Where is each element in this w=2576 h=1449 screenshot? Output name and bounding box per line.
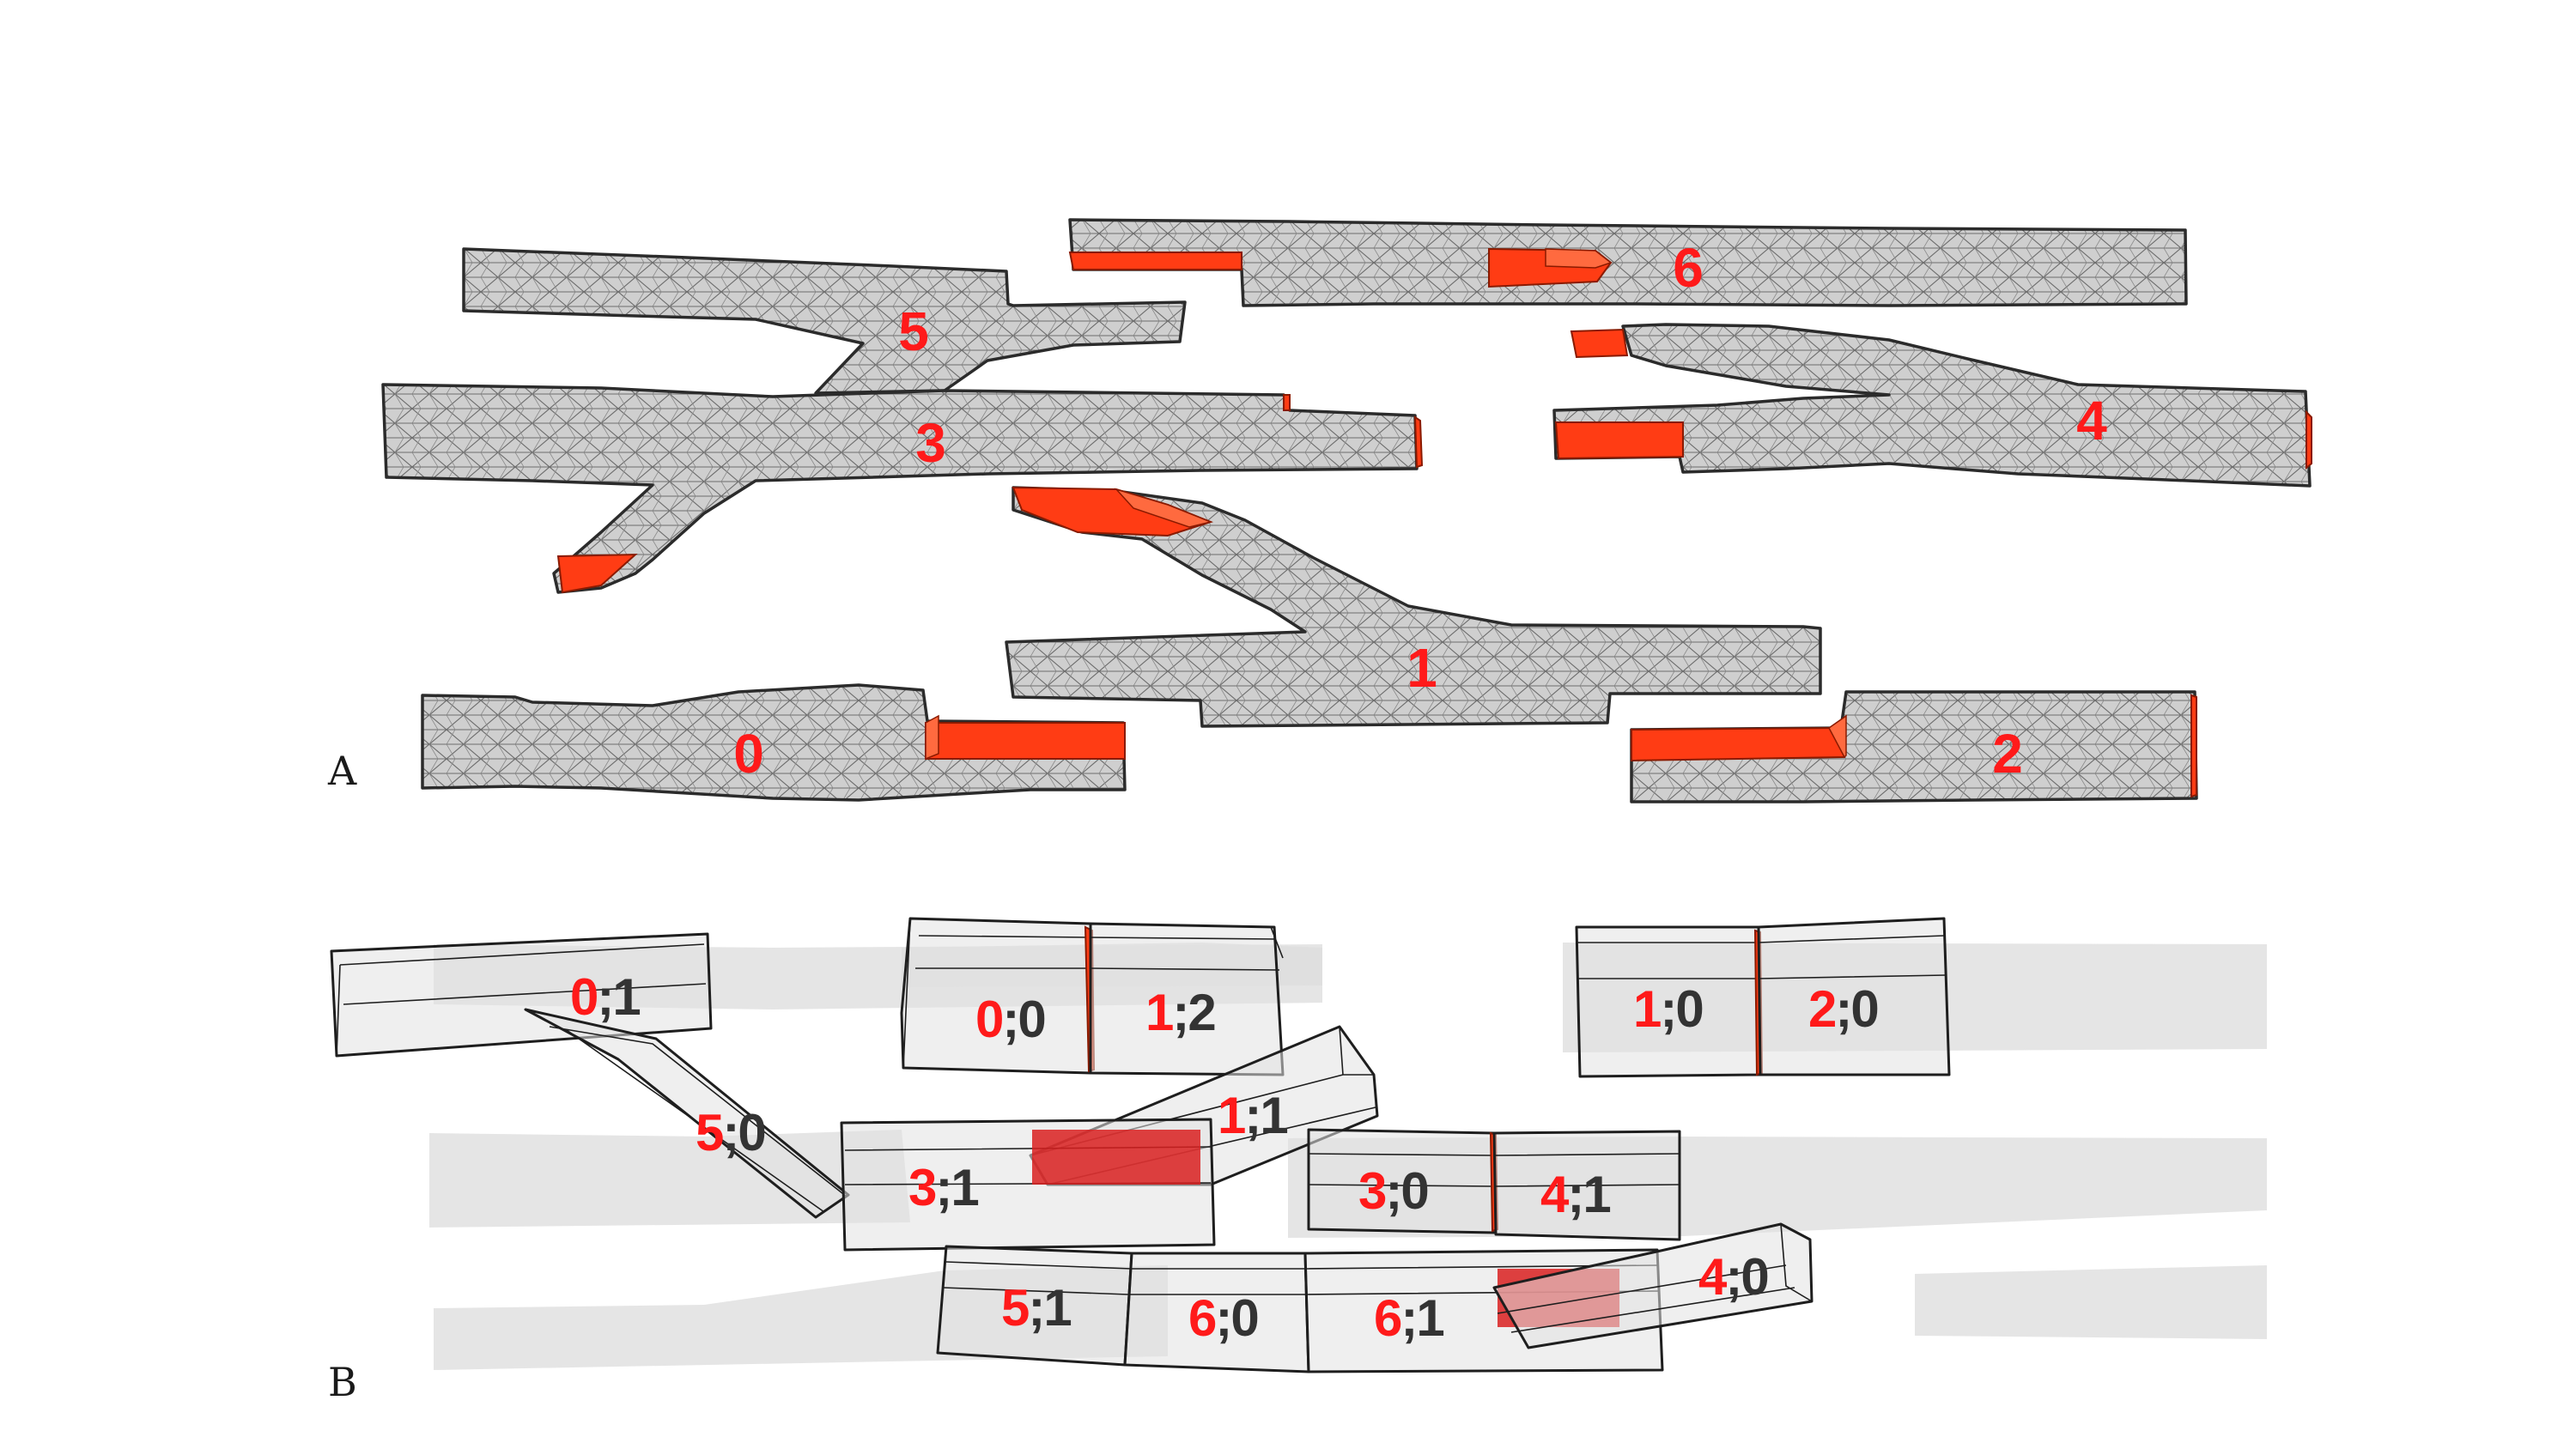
fragment-4-cut-top: [1570, 328, 1629, 359]
fragment-0-cut-face: [925, 714, 939, 761]
fragment-0-cut: [925, 722, 1126, 760]
fragment-0: [421, 683, 1127, 802]
fragment-4-mesh: [1552, 323, 2312, 488]
fragment-2-cut-right: [2190, 694, 2197, 798]
fragment-5-mesh: [462, 247, 1187, 395]
block-label-6-0: 6;0: [1188, 1289, 1258, 1347]
fragment-1: [1005, 486, 1822, 728]
piece-number-2: 2: [1992, 723, 2023, 785]
panel-b: 0;1 5;0 0;0 1;2 1;1 3;1 3;0 4;1 1;0 2;0 …: [328, 917, 2267, 1405]
fragment-1-mesh: [1005, 486, 1822, 728]
block-4-0: [1492, 1222, 1814, 1349]
fragment-4-cut-bottom: [1554, 421, 1684, 460]
panel-a: 5 3 6 4 1 0 2 A: [327, 218, 2312, 803]
fragment-2-cut: [1631, 726, 1845, 762]
block-label-3-1: 3;1: [908, 1159, 978, 1216]
block-5-0: [524, 1008, 850, 1219]
block-label-5-0: 5;0: [696, 1104, 765, 1161]
fragment-3-cut-notch: [1283, 394, 1291, 411]
block-label-1-0: 1;0: [1633, 980, 1703, 1038]
block-label-0-1: 0;1: [570, 968, 640, 1026]
fragment-2-cut-face: [1828, 714, 1847, 759]
fragment-6-cut-mid-face: [1545, 248, 1613, 269]
fragment-4-cut-right: [2306, 409, 2312, 470]
fragment-3-cut-right: [1413, 415, 1424, 469]
block-label-3-0: 3;0: [1358, 1162, 1428, 1220]
piece-number-4: 4: [2076, 390, 2107, 452]
block-label-0-0: 0;0: [975, 991, 1045, 1048]
piece-number-0: 0: [733, 723, 764, 785]
block-label-4-0: 4;0: [1698, 1248, 1768, 1306]
fragment-6-cut-left: [1068, 252, 1242, 270]
block-label-4-1: 4;1: [1540, 1166, 1610, 1223]
piece-number-6: 6: [1673, 237, 1704, 299]
block-0-1: [330, 932, 713, 1058]
panel-label-a: A: [327, 748, 357, 794]
block-4-1: [1492, 1130, 1681, 1241]
piece-number-3: 3: [915, 412, 946, 474]
block-3-1-highlight: [1032, 1130, 1200, 1185]
block-label-1-2: 1;2: [1145, 984, 1215, 1041]
fragment-5: [462, 247, 1187, 395]
fragment-1-cut-face: [1114, 488, 1213, 528]
block-2-0: [1757, 917, 1951, 1076]
block-3-1: [840, 1118, 1216, 1252]
piece-number-5: 5: [898, 300, 929, 362]
fragment-3: [381, 383, 1424, 594]
fragment-4: [1552, 323, 2312, 488]
piece-number-1: 1: [1406, 637, 1437, 699]
block-label-1-1: 1;1: [1218, 1087, 1287, 1144]
fragment-3-cut-bottom: [556, 553, 638, 594]
fragment-2-mesh: [1630, 690, 2198, 803]
block-label-5-1: 5;1: [1001, 1279, 1071, 1337]
fragment-6: [1068, 218, 2188, 307]
block-label-6-1: 6;1: [1374, 1289, 1443, 1347]
block-label-2-0: 2;0: [1808, 980, 1878, 1038]
panel-label-b: B: [328, 1359, 357, 1405]
fragment-2: [1630, 690, 2198, 803]
fragment-3-mesh: [381, 383, 1419, 594]
